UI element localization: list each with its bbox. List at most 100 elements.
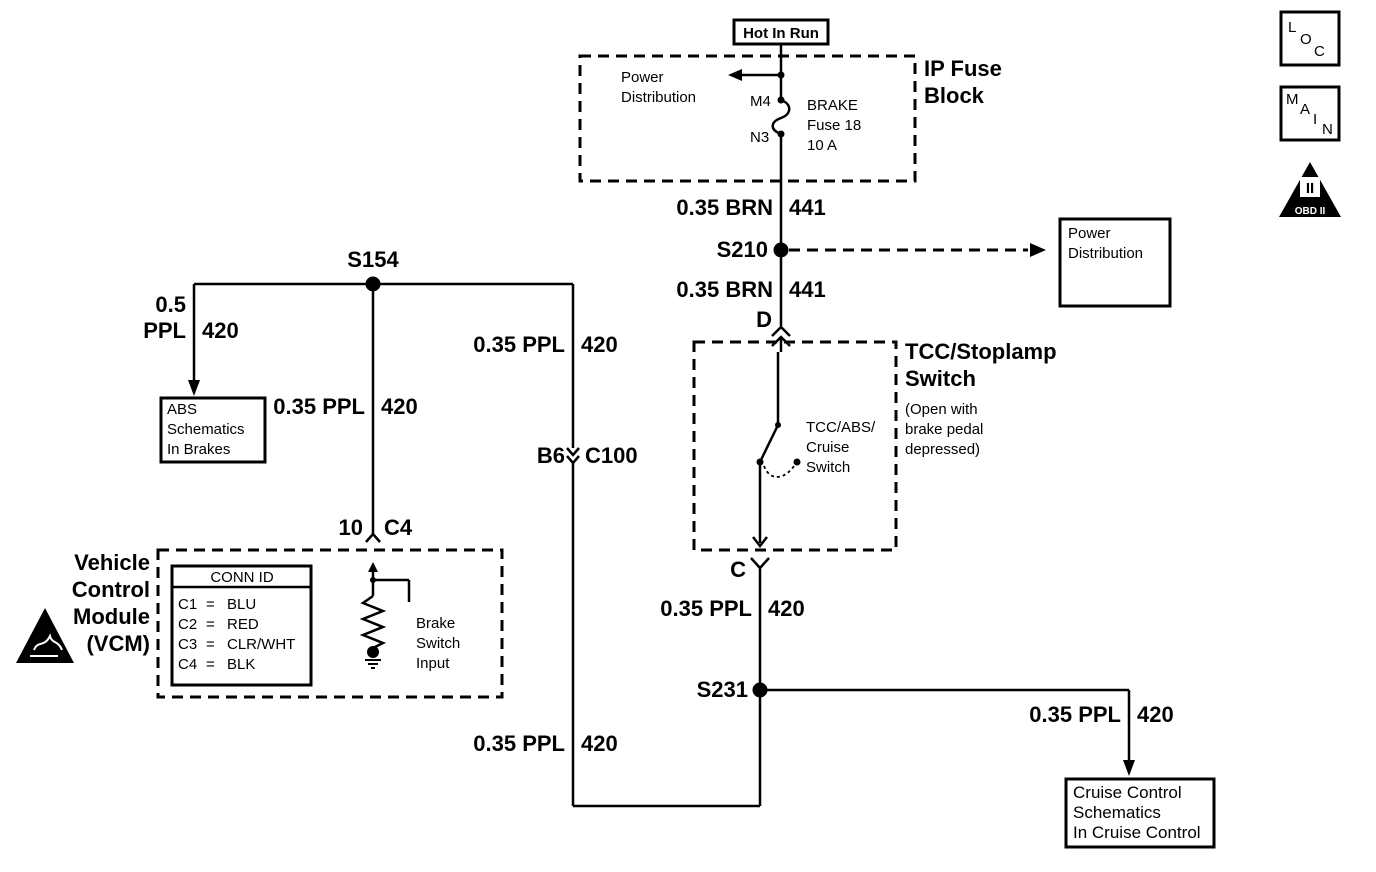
vcm-connector-pin: 10 xyxy=(339,515,363,540)
fuse-rating: 10 A xyxy=(807,137,837,154)
arrow-down-icon xyxy=(188,380,200,396)
vcm-label-4: (VCM) xyxy=(86,631,150,656)
svg-text:II: II xyxy=(1306,180,1314,197)
tcc-switch-title: TCC/Stoplamp xyxy=(905,339,1057,364)
arrow-down-icon xyxy=(1123,760,1135,776)
wire-brn-1-gauge: 0.35 BRN xyxy=(676,195,773,220)
abs-schematics-box xyxy=(159,396,267,464)
loc-icon: L O C xyxy=(1279,10,1341,67)
abs-label: ABS xyxy=(167,401,197,418)
wire-ppl-cruise-circuit: 420 xyxy=(1137,702,1174,727)
tcc-switch-note-3: depressed) xyxy=(905,441,980,458)
cruise-control-label-2: Schematics xyxy=(1073,803,1161,822)
tcc-switch-inner-2: Cruise xyxy=(806,439,849,456)
svg-text:L: L xyxy=(1288,19,1296,36)
conn-id-color: RED xyxy=(227,616,259,633)
tcc-switch-inner-3: Switch xyxy=(806,459,850,476)
wire-ppl-right-gauge: 0.35 PPL xyxy=(473,332,565,357)
switch-blade xyxy=(758,424,780,463)
wire-ppl-cruise-gauge: 0.35 PPL xyxy=(1029,702,1121,727)
svg-text:M: M xyxy=(1286,91,1299,108)
arrow-left-icon xyxy=(728,69,742,81)
tcc-connector-d: D xyxy=(756,307,772,332)
obd-ii-icon: II OBD II xyxy=(1279,162,1341,217)
wire-ppl-abs-gauge: 0.5 xyxy=(155,292,186,317)
connector-c-icon xyxy=(750,557,770,570)
ground-icon xyxy=(365,659,381,669)
connector-c100-icon xyxy=(566,447,580,465)
cruise-control-label: Cruise Control xyxy=(1073,783,1182,802)
ip-fuse-block-outline xyxy=(578,54,917,183)
fuse-power-dist-label-2: Distribution xyxy=(621,89,696,106)
splice-s154-label: S154 xyxy=(347,247,399,272)
conn-id-pin: C1 xyxy=(178,596,197,613)
wire-brn-2-gauge: 0.35 BRN xyxy=(676,277,773,302)
vcm-outline xyxy=(156,548,504,699)
wire-brn-2-circuit: 441 xyxy=(789,277,826,302)
wire-ppl-vcm-circuit: 420 xyxy=(381,394,418,419)
tcc-switch-outline xyxy=(692,340,898,552)
conn-id-pin: C3 xyxy=(178,636,197,653)
hot-in-run-label: Hot In Run xyxy=(743,25,819,42)
fuse-power-dist-label: Power xyxy=(621,69,664,86)
power-distribution-label: Power xyxy=(1068,225,1111,242)
power-distribution-box xyxy=(1058,217,1172,308)
wire-ppl-abs-circuit: 420 xyxy=(202,318,239,343)
conn-id-eq: = xyxy=(206,636,215,653)
brake-input-label: Brake xyxy=(416,615,455,632)
vcm-connector-name: C4 xyxy=(384,515,413,540)
conn-id-pin: C2 xyxy=(178,616,197,633)
wire-ppl-vcm-gauge: 0.35 PPL xyxy=(273,394,365,419)
conn-id-eq: = xyxy=(206,616,215,633)
tcc-switch-title-2: Switch xyxy=(905,366,976,391)
wire-ppl-tcc-circuit: 420 xyxy=(768,596,805,621)
fuse-number: Fuse 18 xyxy=(807,117,861,134)
wire-ppl-tcc-gauge: 0.35 PPL xyxy=(660,596,752,621)
power-distribution-label-2: Distribution xyxy=(1068,245,1143,262)
ip-fuse-block-title: IP Fuse xyxy=(924,56,1002,81)
tcc-connector-c: C xyxy=(730,557,746,582)
svg-text:OBD II: OBD II xyxy=(1295,206,1326,217)
conn-id-color: CLR/WHT xyxy=(227,636,295,653)
svg-text:N: N xyxy=(1322,121,1333,138)
conn-id-pin: C4 xyxy=(178,656,197,673)
resistor-icon xyxy=(359,594,387,650)
c100-name: C100 xyxy=(585,443,638,468)
cruise-control-label-3: In Cruise Control xyxy=(1073,823,1201,842)
splice-s231-label: S231 xyxy=(697,677,748,702)
brake-input-label-3: Input xyxy=(416,655,450,672)
tcc-switch-note-2: brake pedal xyxy=(905,421,983,438)
brake-input-label-2: Switch xyxy=(416,635,460,652)
svg-text:C: C xyxy=(1314,43,1325,60)
vcm-label-3: Module xyxy=(73,604,150,629)
wire-ppl-abs-color: PPL xyxy=(143,318,186,343)
fuse-pin-out: N3 xyxy=(750,129,769,146)
tcc-switch-inner: TCC/ABS/ xyxy=(806,419,876,436)
tcc-switch-note: (Open with xyxy=(905,401,978,418)
ip-fuse-block-title-2: Block xyxy=(924,83,985,108)
svg-text:I: I xyxy=(1313,111,1317,128)
wire-brn-1-circuit: 441 xyxy=(789,195,826,220)
abs-label-2: Schematics xyxy=(167,421,245,438)
main-icon: M A I N xyxy=(1279,85,1341,142)
cruise-control-box xyxy=(1064,777,1216,849)
fuse-pin-in: M4 xyxy=(750,93,771,110)
wire-ppl-bottom-circuit: 420 xyxy=(581,731,618,756)
fuse-icon xyxy=(771,98,791,136)
svg-text:O: O xyxy=(1300,31,1312,48)
wire-ppl-right-circuit: 420 xyxy=(581,332,618,357)
splice-s210-label: S210 xyxy=(717,237,768,262)
c100-pin: B6 xyxy=(537,443,565,468)
vcm-label: Vehicle xyxy=(74,550,150,575)
conn-id-eq: = xyxy=(206,596,215,613)
fuse-name: BRAKE xyxy=(807,97,858,114)
conn-id-title: CONN ID xyxy=(210,569,274,586)
vcm-label-2: Control xyxy=(72,577,150,602)
connector-d-icon xyxy=(771,325,791,337)
conn-id-eq: = xyxy=(206,656,215,673)
conn-id-color: BLU xyxy=(227,596,256,613)
connector-c4-icon xyxy=(365,532,381,543)
arrow-right-icon xyxy=(1030,243,1046,257)
svg-text:A: A xyxy=(1300,101,1310,118)
